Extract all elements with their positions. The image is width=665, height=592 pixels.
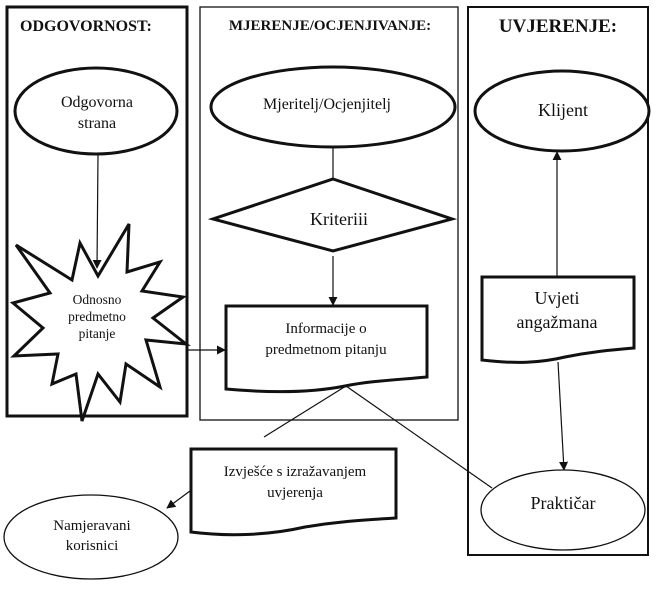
label-line: pitanje bbox=[79, 326, 116, 341]
edge-terms-to-practitioner bbox=[557, 361, 569, 471]
node-subject-info[interactable]: Informacije o predmetnom pitanju bbox=[224, 304, 429, 394]
node-responsible-party[interactable]: Odgovorna strana bbox=[13, 66, 179, 156]
node-intended-users[interactable]: Namjeravani korisnici bbox=[3, 494, 179, 580]
label-line: uvjerenja bbox=[267, 485, 323, 501]
label-line: Kriteriii bbox=[310, 209, 368, 229]
edge-report-to-intended-users bbox=[166, 490, 191, 509]
label-line: Informacije o bbox=[285, 321, 366, 337]
label-line: korisnici bbox=[66, 538, 119, 554]
label-line: Odnosno bbox=[73, 292, 122, 307]
node-subject-matter[interactable]: Odnosno predmetno pitanje bbox=[9, 223, 191, 422]
node-client[interactable]: Klijent bbox=[473, 69, 651, 153]
header-measurement: MJERENJE/OCJENJIVANJE: bbox=[229, 18, 431, 34]
svg-text:Praktičar: Praktičar bbox=[531, 493, 596, 513]
node-criteria[interactable]: Kriteriii bbox=[207, 177, 458, 253]
label-line: predmetno bbox=[68, 309, 126, 324]
label-line: Uvjeti bbox=[535, 288, 580, 308]
edge-responsible-party-to-subject-matter bbox=[92, 154, 102, 269]
header-assurance: UVJERENJE: bbox=[499, 16, 617, 37]
node-assurance-report[interactable]: Izvješće s izražavanjem uvjerenja bbox=[189, 447, 398, 537]
column-responsibility bbox=[5, 5, 189, 418]
svg-text:Klijent: Klijent bbox=[538, 100, 588, 120]
label-line: angažmana bbox=[517, 312, 598, 332]
label-line: Klijent bbox=[538, 100, 588, 120]
label-line: Izvješće s izražavanjem bbox=[224, 464, 367, 480]
node-measurer[interactable]: Mjeritelj/Ocjenjitelj bbox=[209, 65, 457, 149]
node-engagement-terms[interactable]: Uvjeti angažmana bbox=[480, 275, 636, 364]
svg-text:Mjeritelj/Ocjenjitelj: Mjeritelj/Ocjenjitelj bbox=[263, 96, 391, 113]
edge-subject-info-to-practitioner bbox=[345, 385, 493, 489]
svg-text:Kriteriii: Kriteriii bbox=[310, 209, 368, 229]
node-practitioner[interactable]: Praktičar bbox=[480, 469, 646, 551]
column-assurance bbox=[467, 6, 649, 556]
label-line: strana bbox=[78, 115, 116, 132]
label-line: predmetnom pitanju bbox=[265, 342, 387, 358]
label-line: Odgovorna bbox=[61, 94, 133, 111]
column-measurement bbox=[199, 6, 459, 421]
edge-subject-info-to-report bbox=[263, 385, 347, 438]
header-responsibility: ODGOVORNOST: bbox=[20, 18, 152, 35]
label-line: Praktičar bbox=[531, 493, 596, 513]
label-line: Mjeritelj/Ocjenjitelj bbox=[263, 96, 391, 113]
label-line: Namjeravani bbox=[53, 518, 130, 534]
